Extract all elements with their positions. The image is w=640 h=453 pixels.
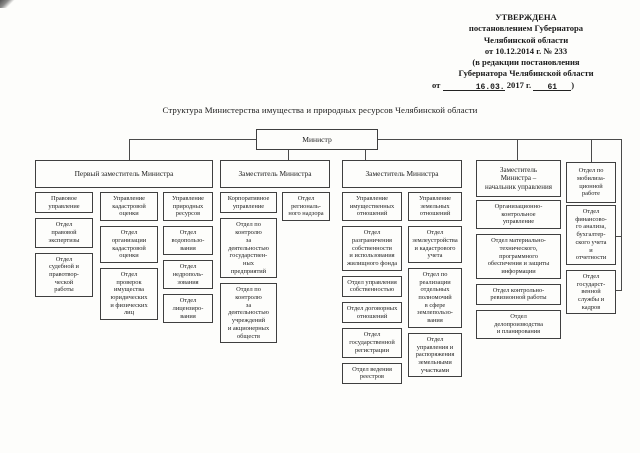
finance-hr-column: Отдел финансово- го анализа, бухгалтер- …: [566, 205, 616, 315]
org-unit-box: Отдел водопользо- вания: [163, 226, 213, 256]
page-title: Структура Министерства имущества и приро…: [162, 105, 478, 115]
first-deputy-minister-box: Первый заместитель Министра: [35, 160, 213, 188]
org-unit-box: Отдел государственной регистрации: [342, 328, 402, 358]
connector-line: [621, 139, 622, 291]
scan-artifact: [0, 0, 16, 8]
org-unit-box: Отдел материально- технического, програм…: [476, 234, 561, 279]
connector-line: [129, 139, 130, 160]
approval-line: Челябинской области: [483, 34, 569, 45]
deputy-minister-3-box: Заместитель Министра: [342, 160, 462, 188]
org-unit-box: Отдел недрополь- зования: [163, 260, 213, 290]
regional-oversight-column: Отдел региональ- ного надзора: [282, 192, 330, 222]
org-unit-box: Отдел договорных отношений: [342, 302, 402, 324]
org-unit-box: Управление имущественных отношений: [342, 192, 402, 222]
approval-line: УТВЕРЖДЕНА: [495, 12, 557, 22]
connector-line: [129, 139, 256, 140]
approval-line: от 10.12.2014 г. № 233: [484, 45, 568, 56]
date-prefix: от: [432, 79, 441, 90]
org-unit-box: Управление кадастровой оценки: [100, 192, 158, 222]
date-blank-filled: 16.03.: [442, 81, 505, 93]
org-unit-box: Отдел организации кадастровой оценки: [100, 226, 158, 263]
org-control-column: Организационно- контрольное управление О…: [476, 200, 561, 340]
org-unit-box: Управление земельных отношений: [408, 192, 462, 222]
connector-line: [365, 150, 366, 160]
corporate-directorate-column: Корпоративное управление Отдел по контро…: [220, 192, 277, 344]
connector-line: [616, 290, 621, 291]
connector-line: [378, 139, 621, 140]
connector-line: [616, 236, 621, 237]
connector-line: [591, 139, 592, 162]
org-unit-box: Отдел землеустройства и кадастрового уче…: [408, 226, 462, 263]
natural-resources-column: Управление природных ресурсов Отдел водо…: [163, 192, 213, 324]
land-relations-column: Управление земельных отношений Отдел зем…: [408, 192, 462, 378]
org-unit-box: Управление природных ресурсов: [163, 192, 213, 222]
connector-line: [517, 139, 518, 160]
approval-line: (в редакции постановления: [472, 57, 580, 68]
deputy-minister-2-box: Заместитель Министра: [220, 160, 330, 188]
org-unit-box: Отдел по контролю за деятельностью госуд…: [220, 218, 277, 279]
connector-line: [288, 150, 289, 160]
org-unit-box: Отдел управления и распоряжения земельны…: [408, 332, 462, 378]
org-unit-box: Отдел разграничения собственности и испо…: [342, 226, 402, 271]
org-unit-box: Отдел судебной и правотвор- ческой работ…: [35, 252, 93, 298]
org-unit-box: Отдел ведения реестров: [342, 362, 402, 384]
org-unit-box: Правовое управление: [35, 192, 93, 214]
org-unit-box: Отдел делопроизводства и планирования: [476, 310, 561, 340]
org-unit-box: Отдел государст- венной службы и кадров: [566, 269, 616, 315]
approval-line: Губернатора Челябинской области: [458, 68, 594, 79]
deputy-minister-head-box: Заместитель Министра – начальник управле…: [476, 160, 561, 197]
org-unit-box: Отдел лицензиро- вания: [163, 294, 213, 324]
mobilization-department-box: Отдел по мобилиза- ционной работе: [566, 162, 616, 203]
org-unit-box: Отдел региональ- ного надзора: [282, 192, 330, 222]
org-unit-box: Отдел финансово- го анализа, бухгалтер- …: [566, 205, 616, 265]
org-unit-box: Отдел правовой экспертизы: [35, 218, 93, 248]
handwritten-date: 16.03.: [475, 83, 505, 93]
org-unit-box: Корпоративное управление: [220, 192, 277, 214]
number-blank-filled: 61: [533, 81, 572, 93]
close-paren: ): [571, 79, 575, 90]
minister-box: Министр: [256, 129, 378, 150]
org-unit-box: Организационно- контрольное управление: [476, 200, 561, 230]
approval-header: УТВЕРЖДЕНА постановлением Губернатора Че…: [420, 12, 632, 93]
property-relations-column: Управление имущественных отношений Отдел…: [342, 192, 402, 384]
org-unit-box: Отдел управления собственностью: [342, 275, 402, 298]
cadastral-valuation-column: Управление кадастровой оценки Отдел орга…: [100, 192, 158, 321]
org-unit-box: Отдел по реализации отдельных полномочий…: [408, 267, 462, 328]
legal-directorate-column: Правовое управление Отдел правовой экспе…: [35, 192, 93, 298]
approval-line: постановлением Губернатора: [468, 23, 584, 34]
org-unit-box: Отдел по контролю за деятельностью учреж…: [220, 283, 277, 344]
org-unit-box: Отдел контрольно- ревизионной работы: [476, 283, 561, 306]
handwritten-number: 61: [547, 83, 558, 93]
date-year: 2017 г.: [506, 79, 532, 90]
approval-date-line: от 16.03. 2017 г. 61): [420, 79, 632, 93]
org-unit-box: Отдел проверок имущества юридических и ф…: [100, 267, 158, 321]
